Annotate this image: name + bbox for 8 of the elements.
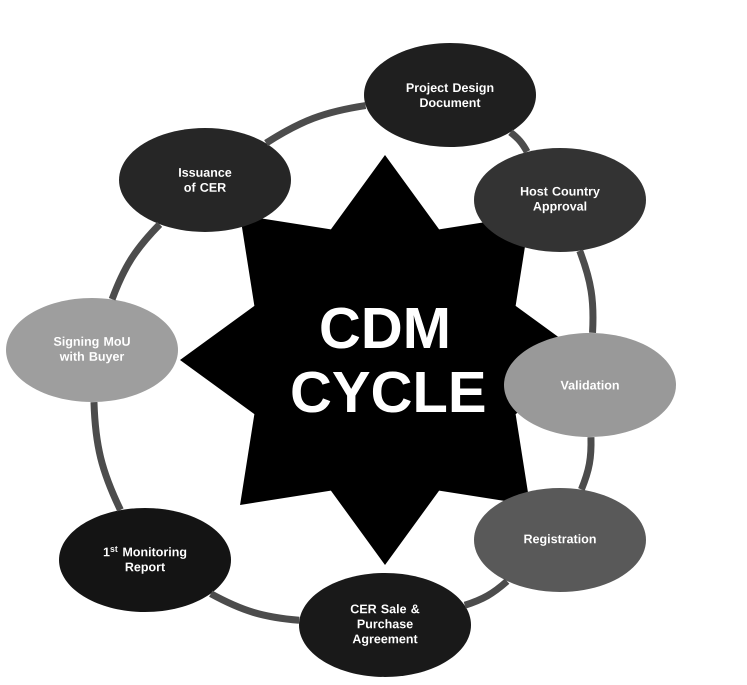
ring-connector (576, 250, 596, 333)
ring-connector (508, 129, 530, 154)
ring-connector (108, 222, 162, 300)
ring-connector (464, 578, 510, 609)
ring-connector (578, 437, 595, 491)
ring-connector (264, 102, 366, 146)
ring-connector (90, 402, 124, 512)
ring-connector (209, 590, 300, 624)
